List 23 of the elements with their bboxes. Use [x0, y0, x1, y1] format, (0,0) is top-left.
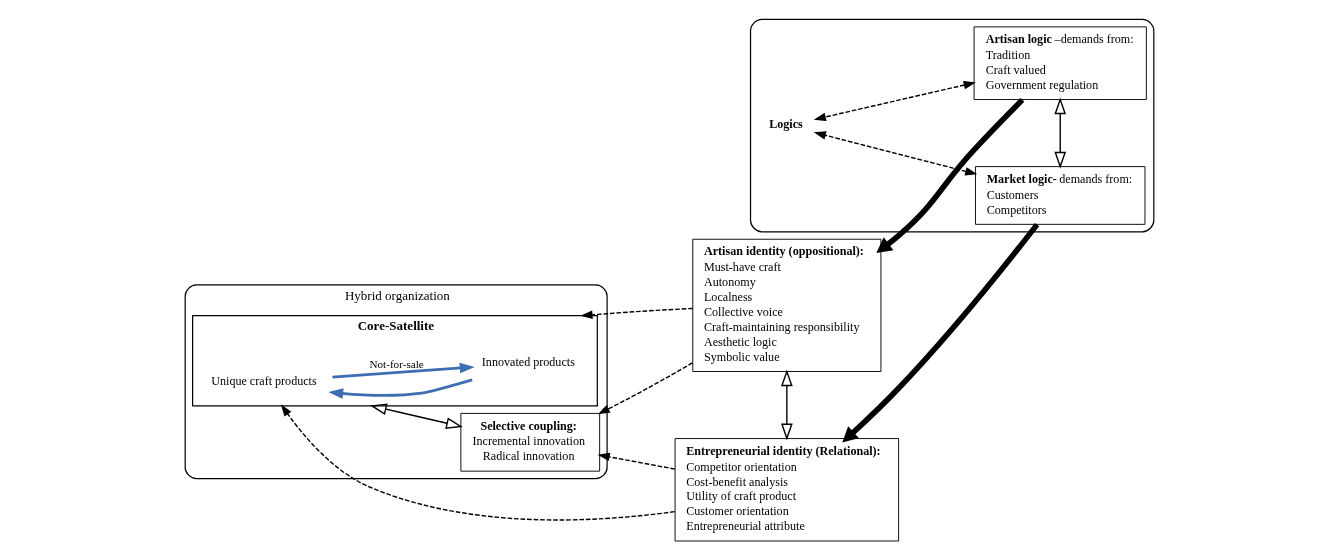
arrow	[813, 131, 978, 176]
arrow	[597, 362, 694, 415]
node-box: Artisan identity (oppositional): Must-have craft Autonomy Localness Collective voice Craft-maintaining responsibility Aesthetic logic Symbolic value	[692, 238, 882, 372]
node-box: Selective coupling: Incremental innovation Radical innovation	[460, 412, 601, 472]
arrow	[876, 97, 1025, 253]
arrow	[1054, 97, 1067, 169]
edge-label: Not-for-sale	[369, 358, 424, 371]
arrow	[369, 403, 463, 429]
arrow	[842, 222, 1040, 443]
arrow	[781, 369, 793, 441]
arrow	[597, 452, 676, 470]
arrow	[332, 362, 475, 379]
arrow	[813, 80, 976, 122]
node-text: Logics	[769, 116, 803, 131]
node-box: Market logic-demands from: Customers Competitors	[975, 166, 1146, 225]
arrow	[280, 404, 676, 521]
node-box: Entrepreneurial identity (Relational): Competitor orientation Cost-benefit analysis Utility of craft product Customer orientation Entrepreneurial attribute	[674, 438, 900, 542]
arrow	[580, 307, 694, 320]
node-text: Unique craft products	[211, 373, 317, 388]
node-text: Innovated products	[481, 355, 575, 370]
node-box: Artisan logic–demands from: Tradition Craft valued Government regulation	[973, 26, 1147, 100]
arrow	[328, 378, 473, 399]
cluster	[749, 18, 1155, 233]
